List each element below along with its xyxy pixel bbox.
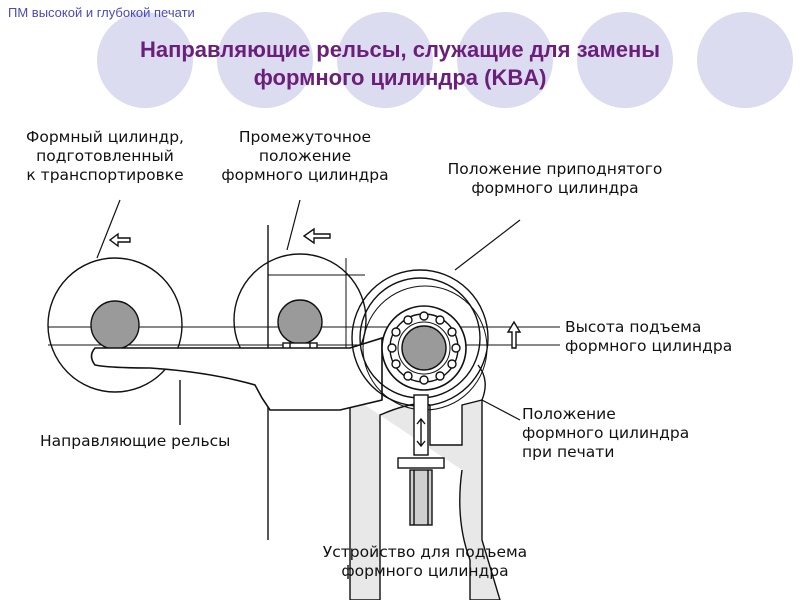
header-label: ПМ высокой и глубокой печати	[8, 5, 195, 20]
left-arrow-icon	[302, 227, 331, 245]
decorative-circles	[97, 12, 793, 108]
label-printing: Положение формного цилиндра при печати	[522, 405, 690, 461]
deco-circle	[217, 12, 313, 108]
guide-rail	[90, 336, 383, 411]
title-line-2: формного цилиндра (KBA)	[253, 65, 547, 90]
deco-circle	[97, 12, 193, 108]
label-raised: Положение приподнятого формного цилиндра	[447, 160, 663, 197]
slide-title: Направляющие рельсы, служащие для замены…	[40, 36, 760, 92]
leader-line	[454, 219, 521, 271]
cylinder-raised	[351, 269, 489, 411]
left-arrow-icon	[108, 232, 131, 248]
label-ready-cylinder: Формный цилиндр, подготовленный к трансп…	[26, 128, 184, 184]
deco-circle	[697, 12, 793, 108]
leader-line	[96, 199, 121, 259]
lift-rod	[397, 394, 445, 526]
deco-circle	[577, 12, 673, 108]
label-rails: Направляющие рельсы	[40, 432, 231, 450]
leader-line	[481, 399, 521, 421]
cylinder-transport	[47, 257, 183, 393]
deco-circle	[457, 12, 553, 108]
title-line-1: Направляющие рельсы, служащие для замены	[139, 37, 661, 62]
deco-circle	[337, 12, 433, 108]
label-intermediate: Промежуточное положение формного цилиндр…	[221, 128, 389, 184]
up-arrow-icon	[506, 320, 522, 349]
label-lift-device: Устройство для подъема формного цилиндра	[322, 543, 528, 580]
leader-line	[286, 199, 301, 251]
label-lift-height: Высота подъема формного цилиндра	[565, 318, 733, 355]
